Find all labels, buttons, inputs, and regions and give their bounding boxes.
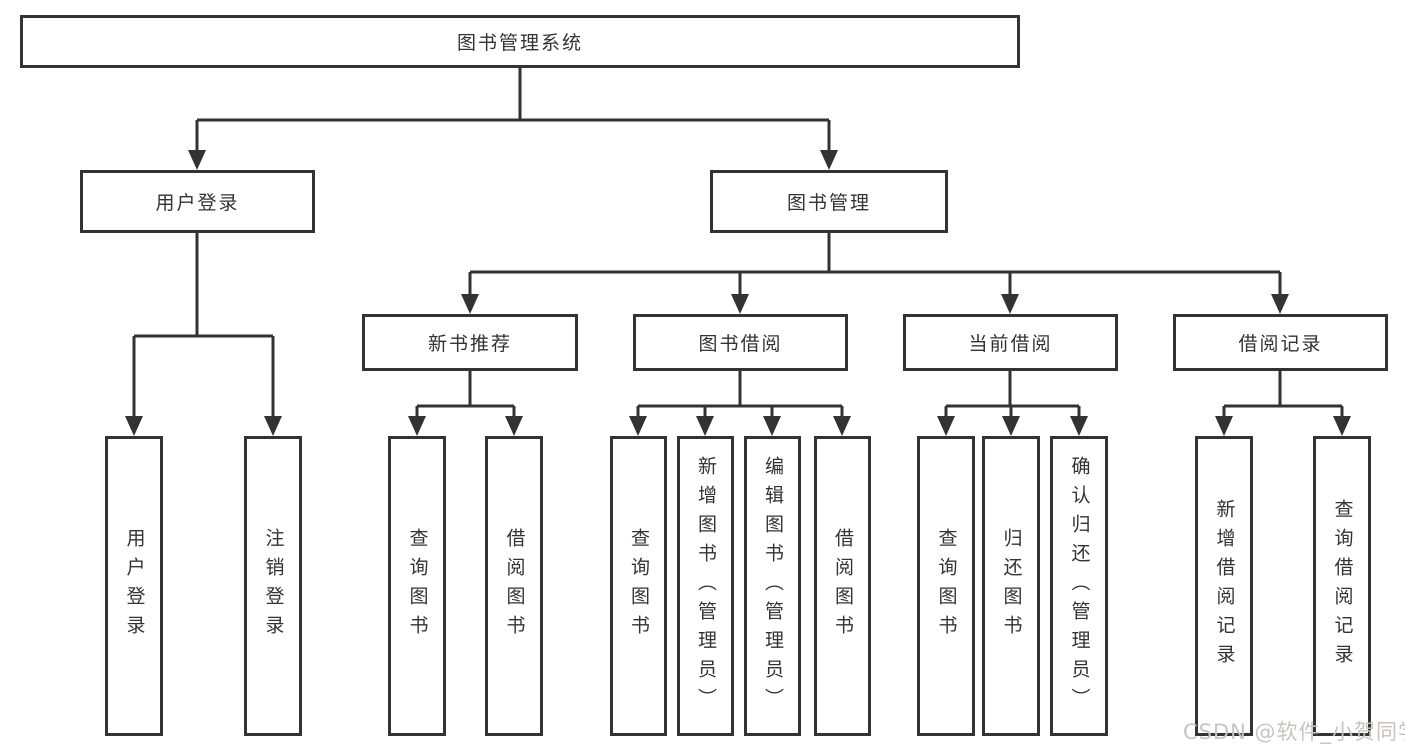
leaf-query-books-2: 查询图书 [610,436,667,736]
leaf-borrow-books-2: 借阅图书 [814,436,871,736]
node-book-borrow: 图书借阅 [633,314,848,371]
leaf-borrow-books-1: 借阅图书 [485,436,543,736]
leaf-query-books-3: 查询图书 [917,436,975,736]
leaf-user-login: 用户登录 [105,436,163,736]
leaf-query-borrow-record: 查询借阅记录 [1313,436,1371,736]
leaf-query-books-1: 查询图书 [388,436,446,736]
node-new-book-recommend: 新书推荐 [362,314,578,371]
node-borrow-records: 借阅记录 [1173,314,1388,371]
node-user-login: 用户登录 [80,170,315,233]
node-current-borrow: 当前借阅 [903,314,1118,371]
leaf-add-books-admin: 新增图书（管理员） [677,436,734,736]
node-root: 图书管理系统 [20,15,1020,68]
leaf-add-borrow-record: 新增借阅记录 [1195,436,1253,736]
node-book-management: 图书管理 [710,170,948,233]
leaf-confirm-return-admin: 确认归还（管理员） [1050,436,1108,736]
leaf-return-books: 归还图书 [982,436,1040,736]
leaf-edit-books-admin: 编辑图书（管理员） [744,436,801,736]
csdn-watermark: CSDN @软件_小贺同学 [1183,720,1405,744]
leaf-user-logout: 注销登录 [244,436,302,736]
